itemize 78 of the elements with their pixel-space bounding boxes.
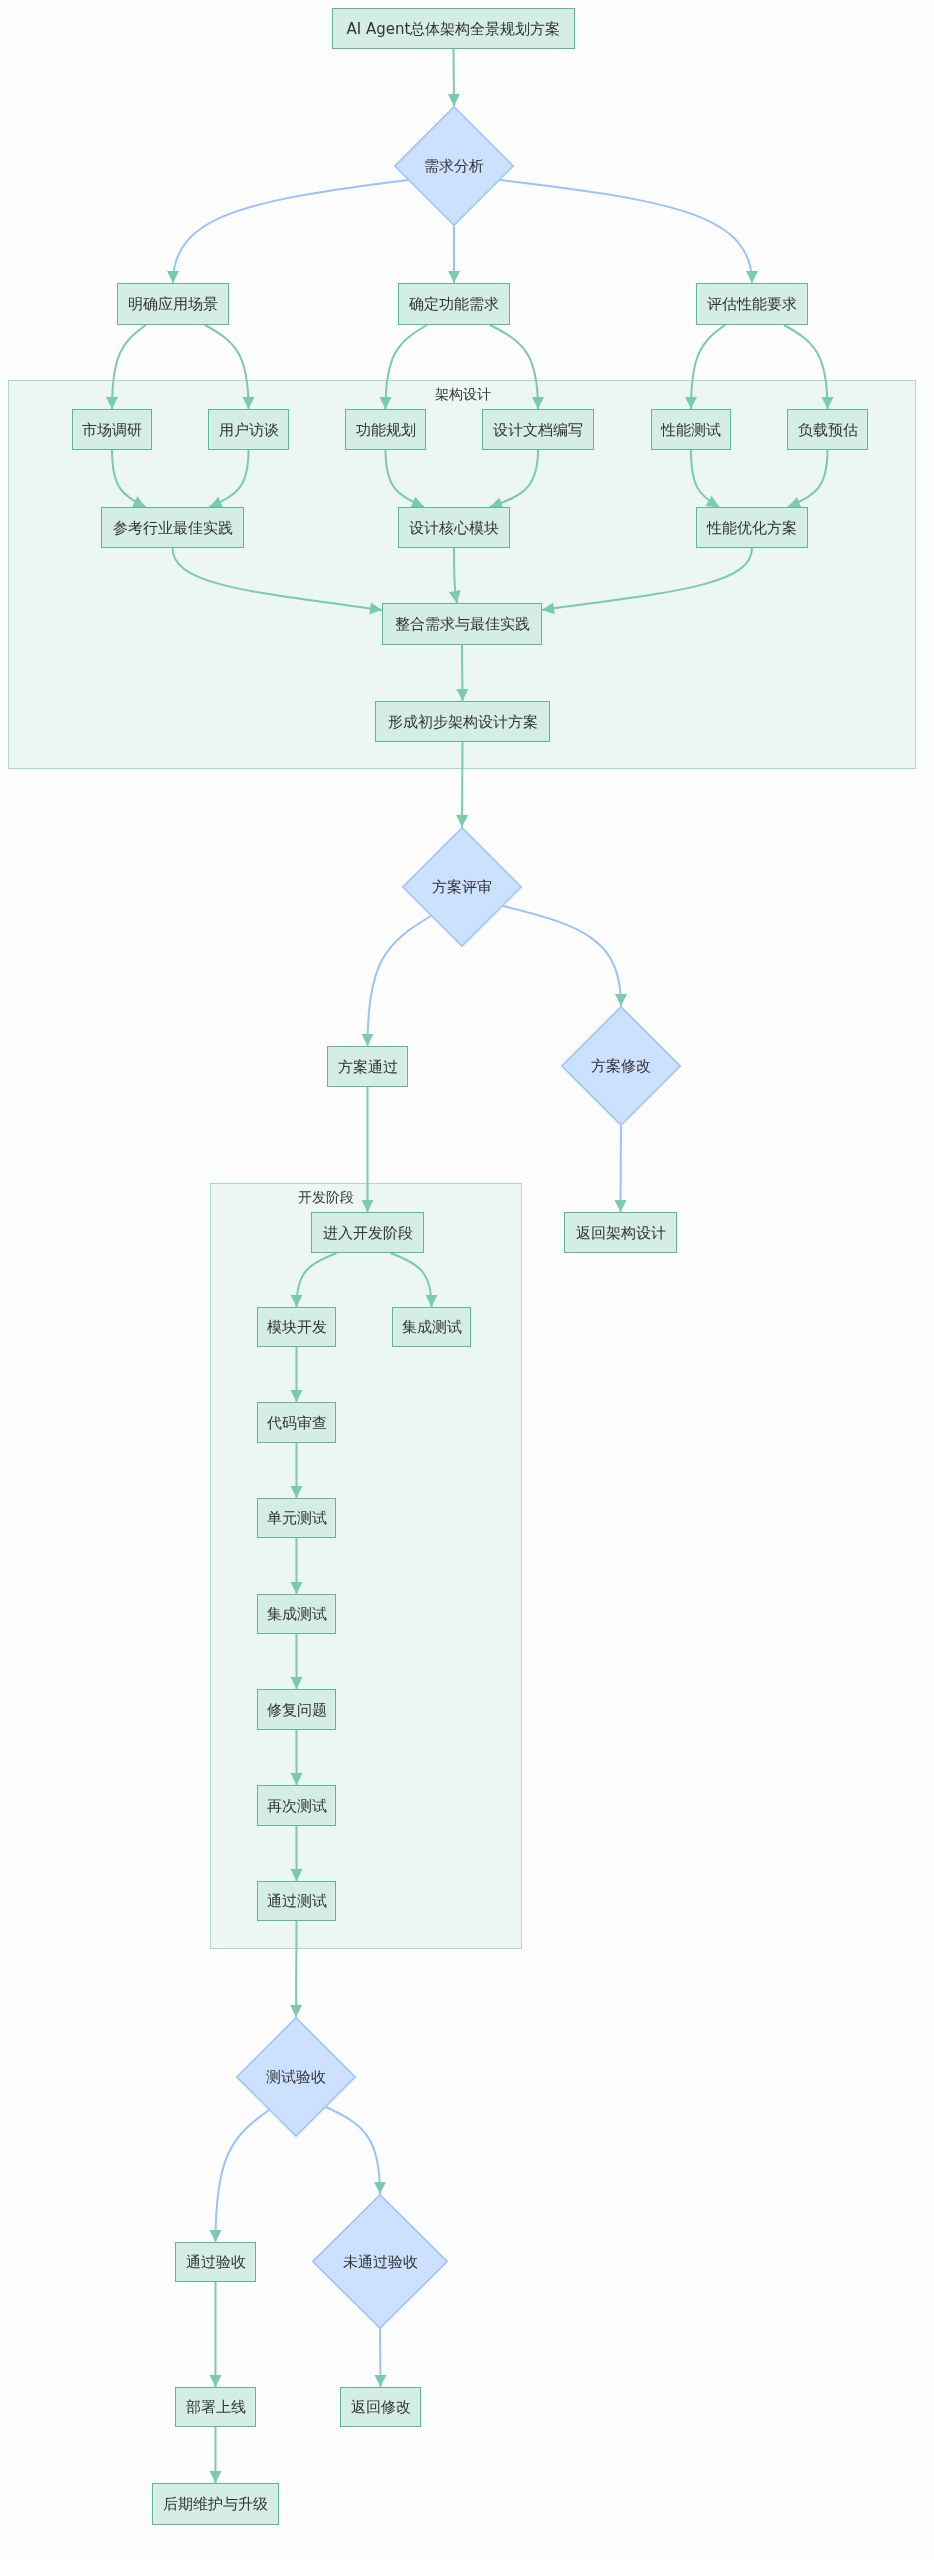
- decision-diamond: 测试验收: [236, 2017, 356, 2137]
- arrow: [499, 179, 757, 284]
- arrow: [389, 1252, 438, 1308]
- process-box: 集成测试: [392, 1307, 471, 1347]
- arrow: [685, 324, 726, 410]
- process-box: 设计核心模块: [398, 507, 510, 548]
- arrow: [614, 1125, 627, 1213]
- process-box: 单元测试: [257, 1498, 336, 1538]
- process-box: 功能规划: [345, 409, 426, 450]
- arrow: [209, 2281, 222, 2388]
- process-box: 集成测试: [257, 1594, 336, 1634]
- process-box: 通过测试: [257, 1881, 336, 1921]
- process-box: 修复问题: [257, 1689, 336, 1730]
- arrow: [290, 1825, 303, 1882]
- process-box: 性能测试: [651, 409, 731, 450]
- arrow: [325, 2106, 386, 2195]
- process-box: 负载预估: [787, 409, 868, 450]
- process-box: 后期维护与升级: [152, 2483, 279, 2525]
- process-box: 模块开发: [257, 1307, 336, 1347]
- process-box: 确定功能需求: [398, 283, 510, 325]
- arrow: [384, 449, 425, 508]
- arrow: [290, 1920, 303, 2018]
- arrow: [783, 324, 834, 410]
- process-box: 代码审查: [257, 1402, 336, 1443]
- group-panel: [210, 1183, 522, 1949]
- arrow: [290, 1633, 303, 1690]
- arrow: [456, 741, 469, 828]
- arrow: [447, 48, 460, 107]
- arrow: [502, 905, 627, 1007]
- decision-diamond: 方案评审: [402, 827, 522, 947]
- arrow: [208, 449, 250, 508]
- decision-diamond: 需求分析: [394, 106, 514, 226]
- decision-diamond: 方案修改: [561, 1006, 681, 1126]
- arrow: [541, 547, 753, 615]
- arrow: [111, 449, 147, 508]
- process-box: 明确应用场景: [117, 283, 229, 325]
- arrow: [171, 547, 383, 615]
- process-box: 部署上线: [175, 2387, 256, 2427]
- process-box: 返回架构设计: [564, 1212, 677, 1253]
- process-box: AI Agent总体架构全景规划方案: [332, 8, 575, 49]
- process-box: 用户访谈: [208, 409, 289, 450]
- arrow: [204, 324, 255, 410]
- process-box: 整合需求与最佳实践: [382, 603, 542, 645]
- panel-title: 架构设计: [435, 386, 491, 403]
- arrow: [379, 324, 428, 410]
- arrow: [448, 547, 461, 604]
- arrow: [290, 1346, 303, 1403]
- process-box: 进入开发阶段: [311, 1212, 424, 1253]
- process-box: 设计文档编写: [482, 409, 594, 450]
- arrow: [290, 1537, 303, 1595]
- process-box: 市场调研: [72, 409, 152, 450]
- process-box: 返回修改: [340, 2387, 421, 2427]
- arrow: [361, 1086, 374, 1213]
- process-box: 评估性能要求: [696, 283, 808, 325]
- process-box: 再次测试: [257, 1785, 336, 1826]
- process-box: 通过验收: [175, 2242, 256, 2282]
- arrow: [209, 2109, 270, 2243]
- arrow: [448, 225, 460, 284]
- process-box: 参考行业最佳实践: [101, 507, 244, 548]
- arrow: [106, 324, 147, 410]
- arrow: [374, 2328, 387, 2388]
- arrow: [489, 449, 539, 509]
- group-panel: [8, 380, 916, 769]
- arrow: [489, 324, 544, 410]
- process-box: 形成初步架构设计方案: [375, 701, 550, 742]
- process-box: 方案通过: [327, 1046, 408, 1087]
- process-box: 性能优化方案: [696, 507, 808, 548]
- arrow: [361, 915, 432, 1047]
- arrow: [168, 179, 409, 284]
- arrow: [290, 1442, 303, 1499]
- arrow: [290, 1252, 338, 1308]
- arrow: [787, 449, 829, 508]
- arrow: [290, 1729, 303, 1786]
- arrow: [456, 644, 469, 702]
- panel-title: 开发阶段: [298, 1189, 354, 1206]
- decision-diamond: 未通过验收: [312, 2194, 448, 2329]
- arrow: [690, 449, 720, 508]
- arrow: [209, 2426, 222, 2484]
